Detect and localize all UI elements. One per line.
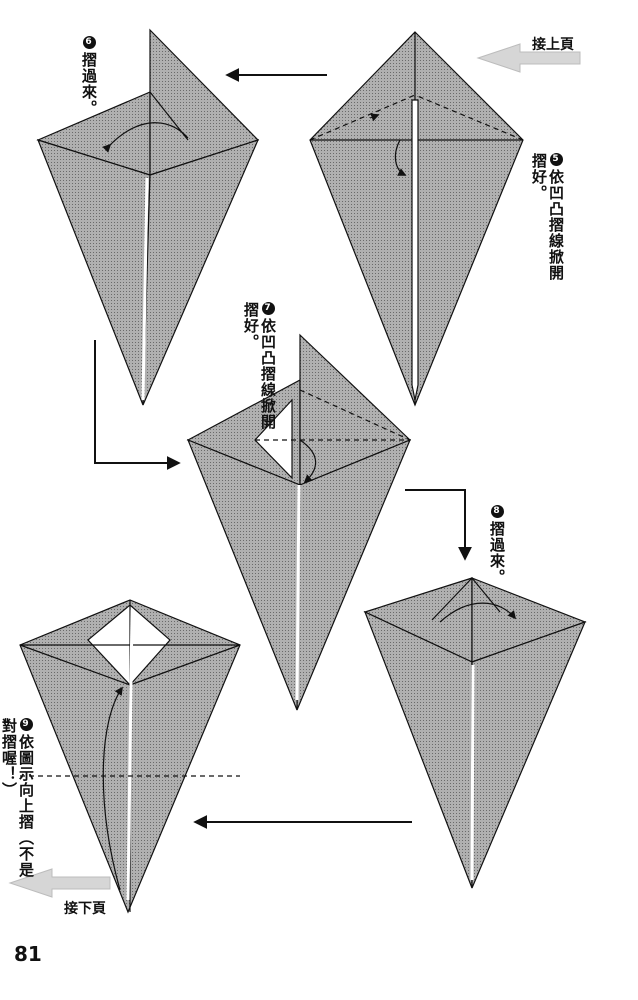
step7-text: 7依凹凸摺線掀開摺好。 xyxy=(242,302,277,442)
step8-text: 8 摺過來。 xyxy=(488,505,506,595)
step8-diagram xyxy=(363,577,587,889)
step5-diagram xyxy=(309,31,524,407)
step9-text: 9依圖示向上摺（不是對摺喔！） xyxy=(0,718,35,888)
step7-instruction: 依凹凸摺線掀開摺好。 xyxy=(242,302,277,430)
step6-diagram xyxy=(36,28,260,406)
step8-instruction: 摺過來。 xyxy=(488,521,506,585)
step9-diagram xyxy=(19,599,241,914)
flow-arrows xyxy=(94,68,472,829)
continue-arrows xyxy=(8,43,581,898)
step5-text: 5依凹凸摺線掀開摺好。 xyxy=(530,153,565,293)
step6-number: 6 xyxy=(82,36,96,49)
step9-number: 9 xyxy=(19,718,33,731)
step8-number: 8 xyxy=(490,505,504,518)
step6-text: 6 摺過來。 xyxy=(80,36,98,126)
step9-instruction: 依圖示向上摺（不是對摺喔！） xyxy=(0,718,35,878)
step7-diagram xyxy=(186,333,412,711)
step5-number: 5 xyxy=(549,153,563,166)
step5-instruction: 依凹凸摺線掀開摺好。 xyxy=(530,153,565,281)
step6-instruction: 摺過來。 xyxy=(80,52,98,116)
page-number: 81 xyxy=(14,942,42,966)
continue-from-label: 接上頁 xyxy=(532,37,574,53)
step7-number: 7 xyxy=(261,302,275,315)
continue-to-label: 接下頁 xyxy=(64,901,106,917)
